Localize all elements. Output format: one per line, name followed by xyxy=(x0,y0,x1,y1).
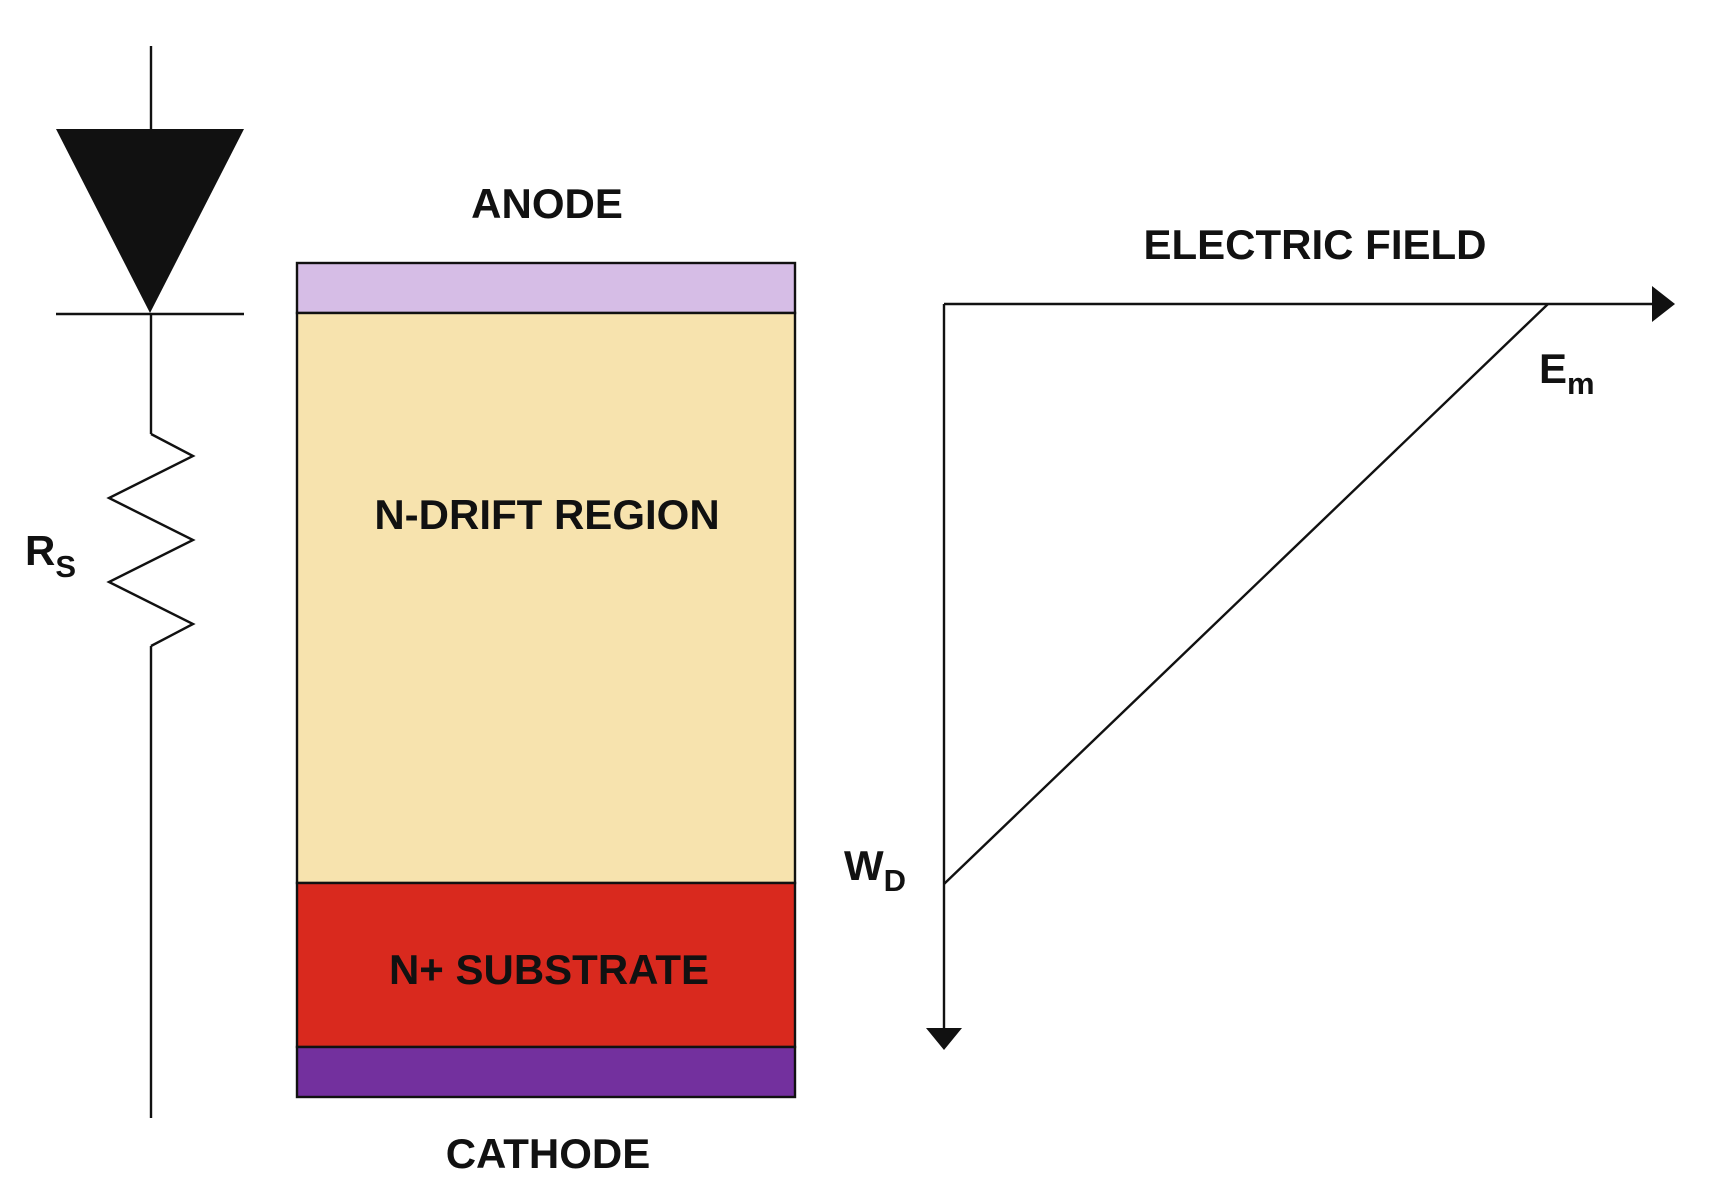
peak-field-label-main: E xyxy=(1539,345,1567,392)
resistor-label: RS xyxy=(25,527,76,584)
peak-field-label: Em xyxy=(1539,345,1595,401)
depletion-width-label-subscript: D xyxy=(884,863,906,898)
depletion-width-label-main: W xyxy=(844,842,884,889)
n-plus-substrate-layer xyxy=(295,881,797,1049)
resistor-zigzag-icon xyxy=(106,432,196,648)
diode-triangle-icon xyxy=(56,129,244,313)
anode-label: ANODE xyxy=(471,180,623,227)
electric-field-plot: ELECTRIC FIELD Em WD xyxy=(844,221,1675,1050)
field-profile-line xyxy=(943,303,1549,885)
arrow-down-icon xyxy=(926,1028,962,1050)
resistor-label-main: R xyxy=(25,527,55,574)
diode-schematic: RS xyxy=(25,46,244,1118)
cathode-contact-layer xyxy=(295,1045,797,1099)
n-plus-substrate-label: N+ SUBSTRATE xyxy=(389,946,709,993)
anode-contact-layer xyxy=(295,261,797,315)
peak-field-label-subscript: m xyxy=(1567,366,1595,401)
device-cross-section: ANODE N-DRIFT REGION N+ SUBSTRATE CATHOD… xyxy=(295,180,797,1177)
electric-field-label: ELECTRIC FIELD xyxy=(1144,221,1487,268)
depletion-width-label: WD xyxy=(844,842,906,898)
n-drift-region-label: N-DRIFT REGION xyxy=(374,491,719,538)
n-drift-region-layer xyxy=(295,311,797,885)
cathode-label: CATHODE xyxy=(446,1130,651,1177)
arrow-right-icon xyxy=(1652,286,1675,322)
resistor-label-subscript: S xyxy=(55,549,76,584)
